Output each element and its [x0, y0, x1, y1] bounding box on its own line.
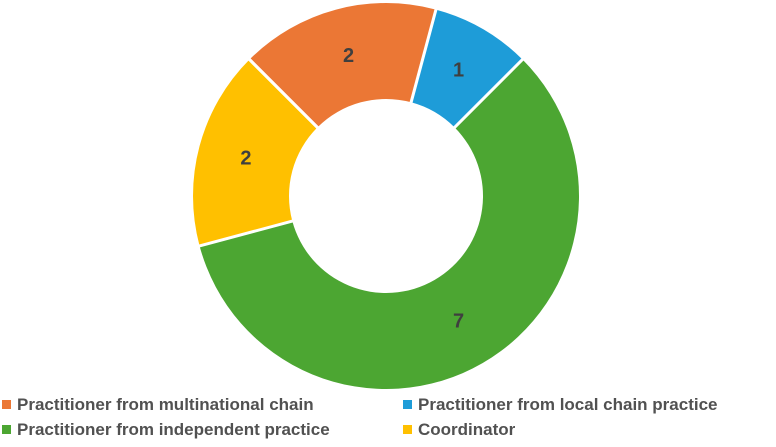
chart-legend: Practitioner from multinational chain Pr…	[2, 396, 774, 438]
slice-separator	[408, 7, 438, 106]
donut-slice-1	[249, 3, 436, 128]
data-label-2: 1	[453, 59, 464, 81]
donut-slice-4	[193, 59, 318, 246]
legend-item-multinational-chain: Practitioner from multinational chain	[2, 396, 403, 413]
legend-label-coordinator: Coordinator	[418, 420, 516, 439]
legend-swatch-green-icon	[2, 425, 11, 434]
slice-separator	[451, 57, 525, 131]
data-label-4: 2	[240, 148, 251, 170]
slice-separator	[247, 57, 321, 131]
slice-separator	[197, 218, 296, 248]
donut-slice-3	[199, 59, 580, 390]
legend-item-local-chain-practice: Practitioner from local chain practice	[403, 396, 774, 413]
data-label-1: 2	[343, 45, 354, 67]
data-label-3: 7	[453, 311, 464, 333]
legend-item-independent-practice: Practitioner from independent practice	[2, 421, 403, 438]
legend-label-independent-practice: Practitioner from independent practice	[17, 420, 330, 439]
legend-swatch-blue-icon	[403, 400, 412, 409]
donut-slice-2	[411, 9, 523, 128]
legend-swatch-orange-icon	[2, 400, 11, 409]
legend-label-multinational-chain: Practitioner from multinational chain	[17, 395, 314, 414]
legend-swatch-gold-icon	[403, 425, 412, 434]
donut-chart: 2 1 7 2	[193, 3, 580, 390]
legend-label-local-chain-practice: Practitioner from local chain practice	[418, 395, 718, 414]
legend-item-coordinator: Coordinator	[403, 421, 774, 438]
